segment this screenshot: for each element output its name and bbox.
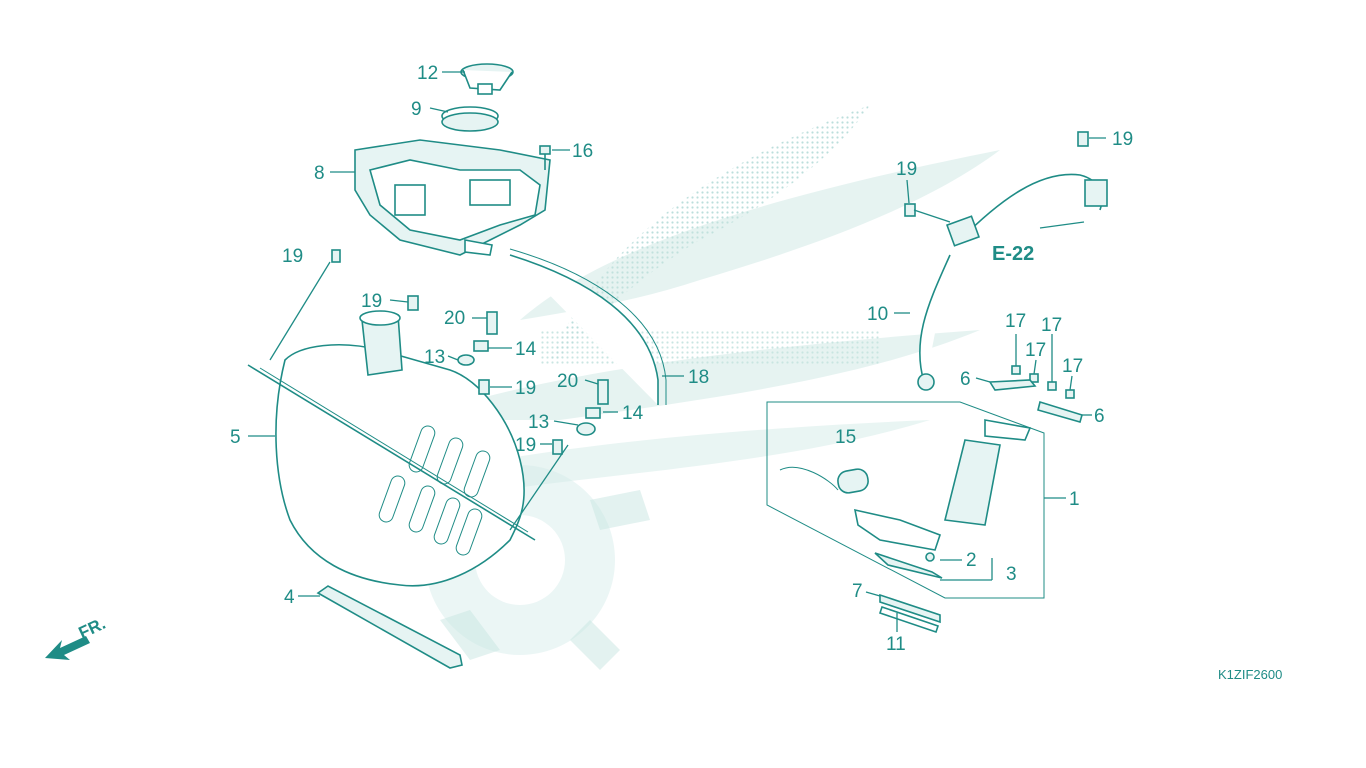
filter-part-3 bbox=[874, 552, 943, 579]
callout-19d[interactable]: 19 bbox=[515, 435, 536, 456]
callout-6b[interactable]: 6 bbox=[1094, 406, 1105, 427]
callout-1[interactable]: 1 bbox=[1069, 489, 1080, 510]
fuel-cap-part-12 bbox=[460, 63, 514, 95]
tank-cover-part-8 bbox=[354, 139, 551, 256]
callout-2[interactable]: 2 bbox=[966, 550, 977, 571]
callout-19f[interactable]: 19 bbox=[1112, 129, 1133, 150]
callout-15[interactable]: 15 bbox=[835, 427, 856, 448]
hose-part-18-edge bbox=[509, 248, 667, 405]
callout-6a[interactable]: 6 bbox=[960, 369, 971, 390]
front-marker: FR. bbox=[76, 614, 109, 643]
callout-20b[interactable]: 20 bbox=[557, 371, 578, 392]
callout-14a[interactable]: 14 bbox=[515, 339, 537, 360]
fuel-tank-part-5 bbox=[247, 310, 536, 587]
leader-19a bbox=[269, 261, 331, 361]
bolt-part-20b bbox=[597, 379, 609, 405]
wire-harness-part-10 bbox=[917, 173, 1108, 391]
callout-19b[interactable]: 19 bbox=[361, 291, 382, 312]
gasket-part-7 bbox=[879, 593, 941, 624]
callout-7[interactable]: 7 bbox=[852, 581, 863, 602]
bolt-part-19a bbox=[331, 249, 341, 263]
callout-17c[interactable]: 17 bbox=[1041, 315, 1062, 336]
callout-19c[interactable]: 19 bbox=[515, 378, 536, 399]
bolt-part-20a bbox=[486, 311, 498, 335]
callout-16[interactable]: 16 bbox=[572, 141, 593, 162]
callout-13b[interactable]: 13 bbox=[528, 412, 549, 433]
callout-3[interactable]: 3 bbox=[1006, 564, 1017, 585]
pump-assembly-group-box bbox=[766, 401, 1045, 599]
leader-lines bbox=[248, 71, 1106, 632]
clip-part-17c bbox=[1047, 381, 1057, 391]
callout-17a[interactable]: 17 bbox=[1005, 311, 1026, 332]
callout-11[interactable]: 11 bbox=[886, 634, 906, 655]
callout-18[interactable]: 18 bbox=[688, 367, 709, 388]
bolt-part-19f bbox=[1077, 131, 1089, 147]
callout-9[interactable]: 9 bbox=[411, 99, 422, 120]
diagram-code: K1ZIF2600 bbox=[1218, 667, 1282, 682]
callout-4[interactable]: 4 bbox=[284, 587, 295, 608]
plate-part-11 bbox=[878, 605, 940, 634]
plate-part-6a bbox=[988, 379, 1037, 391]
callout-14b[interactable]: 14 bbox=[622, 403, 644, 424]
front-arrow-icon bbox=[45, 636, 90, 660]
bolt-part-16 bbox=[539, 145, 551, 170]
leader-19d bbox=[509, 444, 569, 531]
rubber-strip-part-4 bbox=[316, 585, 463, 669]
bolt-part-19b bbox=[407, 295, 419, 311]
plate-part-6b bbox=[1037, 400, 1083, 423]
reference-label[interactable]: E-22 bbox=[992, 243, 1034, 265]
callout-8[interactable]: 8 bbox=[314, 163, 325, 184]
grommet-part-13b bbox=[576, 422, 596, 436]
fuel-sender-part-15 bbox=[779, 466, 869, 494]
gasket-ring-part-9 bbox=[441, 106, 499, 132]
clip-part-17a bbox=[1011, 365, 1021, 375]
callout-10[interactable]: 10 bbox=[867, 304, 888, 325]
honda-wing-watermark bbox=[400, 105, 1000, 670]
collar-part-14a bbox=[473, 340, 489, 352]
clip-part-17d bbox=[1065, 389, 1075, 399]
collar-part-14b bbox=[585, 407, 601, 419]
callout-19e[interactable]: 19 bbox=[896, 159, 917, 180]
o-ring-part-2 bbox=[925, 552, 935, 562]
callout-13a[interactable]: 13 bbox=[424, 347, 445, 368]
callout-5[interactable]: 5 bbox=[230, 427, 241, 448]
fuel-pump-part-1 bbox=[853, 419, 1032, 551]
bolt-part-19c bbox=[478, 379, 490, 395]
callout-12[interactable]: 12 bbox=[417, 63, 438, 84]
callout-20a[interactable]: 20 bbox=[444, 308, 465, 329]
bolt-part-19e bbox=[904, 203, 916, 217]
callout-19a[interactable]: 19 bbox=[282, 246, 303, 267]
callout-17d[interactable]: 17 bbox=[1062, 356, 1083, 377]
bolt-part-19d bbox=[552, 439, 563, 455]
grommet-part-13a bbox=[457, 354, 475, 366]
callout-17b[interactable]: 17 bbox=[1025, 340, 1046, 361]
hose-part-18 bbox=[509, 254, 659, 405]
